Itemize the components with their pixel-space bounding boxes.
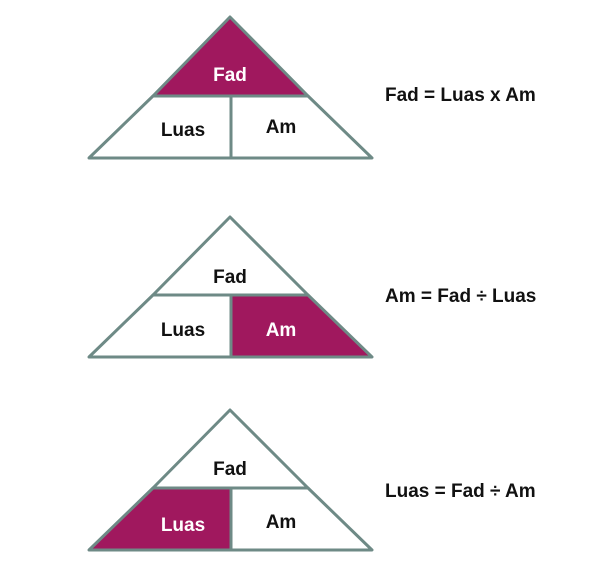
triangle-2-right-section [229,293,374,359]
triangle-1-left-label: Luas [161,120,205,141]
triangle-3-right-section [229,486,374,552]
triangle-3-top-label: Fad [213,459,247,480]
triangle-1-right-section [229,94,374,160]
formula-triangle-3: Fad Luas Am [87,408,374,552]
triangle-2-top-label: Fad [213,267,247,288]
formula-triangle-1: Fad Luas Am [87,15,374,160]
triangle-3-right-label: Am [266,512,297,533]
triangle-2-left-label: Luas [161,320,205,341]
formula-1: Fad = Luas x Am [385,85,536,106]
formula-triangle-2: Fad Luas Am [87,215,374,359]
triangle-3-left-label: Luas [161,515,205,536]
triangle-1-top-label: Fad [213,65,247,86]
formula-3: Luas = Fad ÷ Am [385,481,536,502]
triangle-1-right-label: Am [266,117,297,138]
formula-2: Am = Fad ÷ Luas [385,286,536,307]
triangle-2-right-label: Am [266,320,297,341]
